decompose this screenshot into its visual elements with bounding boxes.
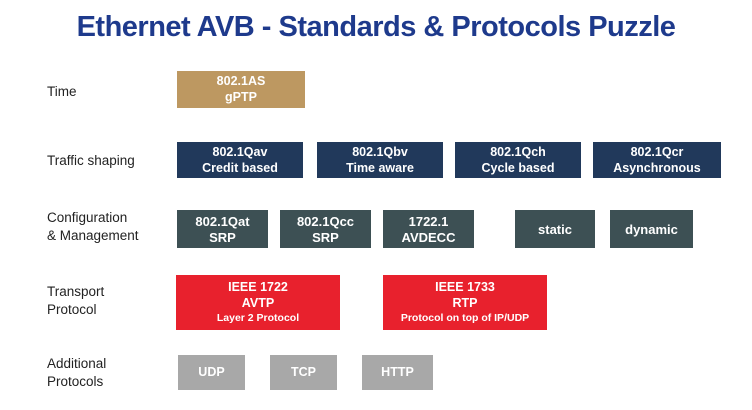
box-line: SRP — [209, 229, 236, 245]
box-line: IEEE 1722 — [228, 280, 288, 294]
row-label-traffic-shaping: Traffic shaping — [47, 152, 135, 170]
row-label-line: Transport — [47, 284, 105, 299]
row-label-line: Protocol — [47, 302, 97, 317]
box-line: TCP — [291, 365, 316, 379]
box-line: Credit based — [202, 160, 278, 175]
box-line: SRP — [312, 229, 339, 245]
box-ieee-1733-rtp: IEEE 1733 RTP Protocol on top of IP/UDP — [383, 275, 547, 330]
row-label-line: & Management — [47, 228, 139, 243]
box-line: 802.1Qav — [212, 144, 268, 159]
box-line: Asynchronous — [613, 160, 701, 175]
box-line: static — [538, 221, 572, 237]
box-line: 802.1Qat — [195, 213, 250, 229]
box-line: 802.1Qbv — [352, 144, 408, 159]
box-802-1as-gptp: 802.1AS gPTP — [177, 71, 305, 108]
box-line: IEEE 1733 — [435, 280, 495, 294]
box-line: AVTP — [241, 296, 275, 310]
box-static: static — [515, 210, 595, 248]
box-802-1qbv-time-aware: 802.1Qbv Time aware — [317, 142, 443, 178]
box-ieee-1722-avtp: IEEE 1722 AVTP Layer 2 Protocol — [176, 275, 340, 330]
row-label-line: Protocols — [47, 374, 104, 389]
box-line: UDP — [198, 365, 225, 379]
row-label-line: Time — [47, 84, 77, 99]
row-label-line: Configuration — [47, 210, 128, 225]
box-802-1qch-cycle-based: 802.1Qch Cycle based — [455, 142, 581, 178]
box-802-1qcr-asynchronous: 802.1Qcr Asynchronous — [593, 142, 721, 178]
box-dynamic: dynamic — [610, 210, 693, 248]
box-line: 1722.1 — [408, 213, 449, 229]
box-subline: Layer 2 Protocol — [216, 312, 300, 324]
box-802-1qcc-srp: 802.1Qcc SRP — [280, 210, 371, 248]
box-line: gPTP — [225, 90, 257, 104]
box-802-1qat-srp: 802.1Qat SRP — [177, 210, 268, 248]
box-line: HTTP — [381, 365, 414, 379]
box-line: Time aware — [346, 160, 414, 175]
box-line: 802.1Qcr — [630, 144, 684, 159]
box-802-1qav-credit-based: 802.1Qav Credit based — [177, 142, 303, 178]
box-line: 802.1Qch — [490, 144, 546, 159]
box-subline: Protocol on top of IP/UDP — [400, 312, 530, 324]
row-label-time: Time — [47, 83, 77, 101]
row-label-transport-protocol: Transport Protocol — [47, 283, 104, 319]
box-1722-1-avdecc: 1722.1 AVDECC — [383, 210, 474, 248]
box-http: HTTP — [362, 355, 433, 390]
row-label-configuration-management: Configuration & Management — [47, 209, 139, 245]
box-line: 802.1Qcc — [296, 213, 355, 229]
box-line: AVDECC — [401, 229, 456, 245]
row-label-line: Traffic shaping — [47, 153, 135, 168]
row-label-line: Additional — [47, 356, 107, 371]
box-tcp: TCP — [270, 355, 337, 390]
row-label-additional-protocols: Additional Protocols — [47, 355, 106, 391]
box-line: 802.1AS — [216, 74, 266, 88]
page-title: Ethernet AVB - Standards & Protocols Puz… — [76, 11, 676, 43]
box-udp: UDP — [178, 355, 245, 390]
box-line: dynamic — [625, 221, 678, 237]
box-line: Cycle based — [481, 160, 555, 175]
box-line: RTP — [452, 296, 478, 310]
